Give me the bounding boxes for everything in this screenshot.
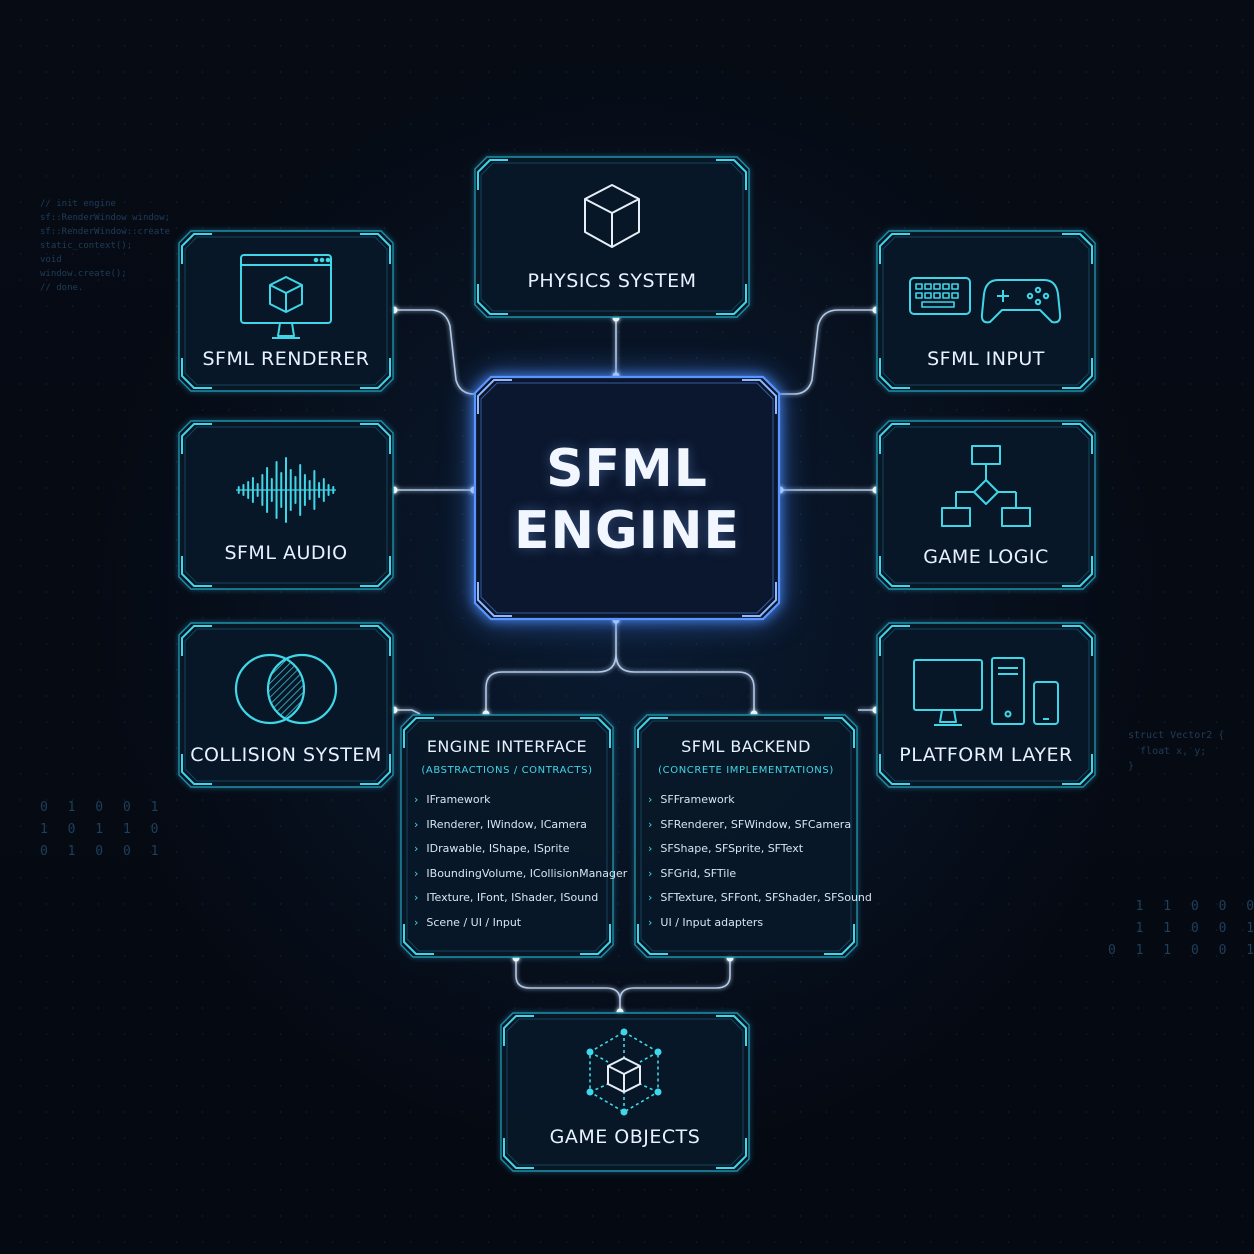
sfml-input-label: SFML INPUT	[927, 348, 1045, 370]
engine-interface-list: ›IFramework›IRenderer, IWindow, ICamera›…	[414, 788, 627, 936]
decor-binary-left: 0 1 0 0 1 1 0 1 1 0 0 1 0 0 1	[40, 800, 165, 860]
engine-interface-item: › IDrawable, IShape, ISprite	[414, 837, 608, 862]
engine-interface-item-text: IFramework	[426, 793, 491, 806]
engine-interface-item-text: IRenderer, IWindow, ICamera	[426, 817, 587, 831]
sfml-backend-item-text: SFRenderer, SFWindow, SFCamera	[660, 817, 852, 831]
engine-interface-item-text: ITexture, IFont, IShader, ISound	[426, 891, 599, 905]
sfml-engine-core[interactable]: SFML ENGINE	[473, 375, 781, 621]
collision-system-label: COLLISION SYSTEM	[190, 744, 382, 766]
engine-title-line1: SFML	[546, 439, 708, 499]
game-logic-module[interactable]: GAME LOGIC	[876, 420, 1096, 590]
chevron-right-icon: ›	[648, 793, 653, 806]
engine-interface-item-text: Scene / UI / Input	[426, 915, 522, 929]
decor-code-right: struct Vector2 { float x, y; }	[1128, 730, 1225, 772]
physics-system-module[interactable]: PHYSICS SYSTEM	[474, 156, 750, 318]
engine-interface-panel[interactable]: ENGINE INTERFACE (ABSTRACTIONS / CONTRAC…	[400, 714, 627, 958]
chevron-right-icon: ›	[414, 866, 419, 880]
sfml-backend-item: › SFFramework	[648, 788, 852, 813]
module-frame	[473, 375, 781, 621]
sfml-backend-item: › SFTexture, SFFont, SFShader, SFSound	[648, 886, 872, 911]
sfml-backend-item-text: UI / Input adapters	[660, 915, 764, 929]
chevron-right-icon: ›	[648, 866, 653, 880]
flowchart-icon	[941, 445, 1031, 527]
sfml-audio-label: SFML AUDIO	[224, 542, 348, 564]
wire-collision	[394, 709, 421, 715]
decor-binary-right: 1 1 0 0 0 1 1 0 0 1 0 1 1 0 0 1	[1108, 899, 1254, 959]
collision-system-module[interactable]: COLLISION SYSTEM	[178, 622, 394, 788]
chevron-right-icon: ›	[414, 817, 419, 831]
sfml-input-module[interactable]: SFML INPUT	[876, 230, 1096, 392]
monitor-cube-icon	[240, 254, 332, 339]
sfml-backend-item: › UI / Input adapters	[648, 911, 852, 936]
engine-interface-item-text: IDrawable, IShape, ISprite	[426, 842, 570, 856]
engine-interface-item: › Scene / UI / Input	[414, 911, 608, 936]
wire-input	[780, 309, 876, 395]
physics-system-label: PHYSICS SYSTEM	[527, 270, 697, 292]
sfml-backend-title: SFML BACKEND	[681, 737, 811, 756]
sfml-backend-item: › SFRenderer, SFWindow, SFCamera	[648, 813, 852, 838]
overlapping-circles-icon	[234, 653, 338, 725]
sfml-backend-item-text: SFGrid, SFTile	[660, 866, 737, 880]
chevron-right-icon: ›	[414, 793, 419, 806]
module-frame	[876, 420, 1096, 590]
wire-objects	[515, 958, 731, 1012]
platform-layer-label: PLATFORM LAYER	[899, 744, 1073, 766]
engine-title-line2: ENGINE	[513, 501, 741, 561]
module-frame	[876, 622, 1096, 788]
sfml-renderer-label: SFML RENDERER	[202, 348, 370, 370]
engine-interface-item: › IRenderer, IWindow, ICamera	[414, 813, 608, 838]
sfml-audio-module[interactable]: SFML AUDIO	[178, 420, 394, 590]
engine-interface-item-text: IBoundingVolume, ICollisionManager	[426, 866, 628, 880]
cube-icon	[584, 184, 640, 248]
sfml-backend-item-text: SFFramework	[660, 793, 735, 806]
sfml-backend-list: › SFFramework › SFRenderer, SFWindow, SFCam…	[648, 788, 872, 936]
module-frame	[634, 714, 858, 958]
devices-icon	[913, 657, 1059, 726]
sfml-backend-panel[interactable]: SFML BACKEND (CONCRETE IMPLEMENTATIONS) …	[634, 714, 872, 958]
cube-network-icon	[586, 1028, 662, 1116]
engine-interface-item: › IBoundingVolume, ICollisionManager	[414, 862, 627, 887]
game-objects-module[interactable]: GAME OBJECTS	[500, 1012, 750, 1172]
engine-interface-subtitle: (ABSTRACTIONS / CONTRACTS)	[421, 765, 593, 776]
chevron-right-icon: ›	[648, 915, 653, 929]
engine-interface-item: › IFramework	[414, 788, 608, 813]
sfml-renderer-module[interactable]: SFML RENDERER	[178, 230, 394, 392]
wire-bottom	[485, 620, 755, 714]
module-frame	[876, 230, 1096, 392]
wire-renderer	[394, 309, 475, 395]
chevron-right-icon: ›	[648, 891, 653, 905]
chevron-right-icon: ›	[414, 842, 419, 856]
chevron-right-icon: ›	[414, 915, 419, 929]
chevron-right-icon: ›	[648, 842, 653, 856]
chevron-right-icon: ›	[414, 891, 419, 905]
sfml-backend-item-text: SFShape, SFSprite, SFText	[660, 842, 804, 856]
game-logic-label: GAME LOGIC	[923, 546, 1049, 568]
sfml-backend-item-text: SFTexture, SFFont, SFShader, SFSound	[660, 891, 872, 905]
engine-interface-title: ENGINE INTERFACE	[426, 737, 588, 756]
chevron-right-icon: ›	[648, 817, 653, 831]
engine-interface-item: › ITexture, IFont, IShader, ISound	[414, 886, 608, 911]
decor-code-left: // init engine sf::RenderWindow window; …	[40, 199, 171, 293]
sfml-backend-item: › SFShape, SFSprite, SFText	[648, 837, 852, 862]
sfml-backend-item: › SFGrid, SFTile	[648, 862, 852, 887]
platform-layer-module[interactable]: PLATFORM LAYER	[876, 622, 1096, 788]
sfml-backend-subtitle: (CONCRETE IMPLEMENTATIONS)	[658, 765, 834, 776]
keyboard-gamepad-icon	[909, 277, 1062, 324]
module-frame	[400, 714, 614, 958]
waveform-icon	[236, 457, 336, 523]
game-objects-label: GAME OBJECTS	[549, 1126, 701, 1148]
